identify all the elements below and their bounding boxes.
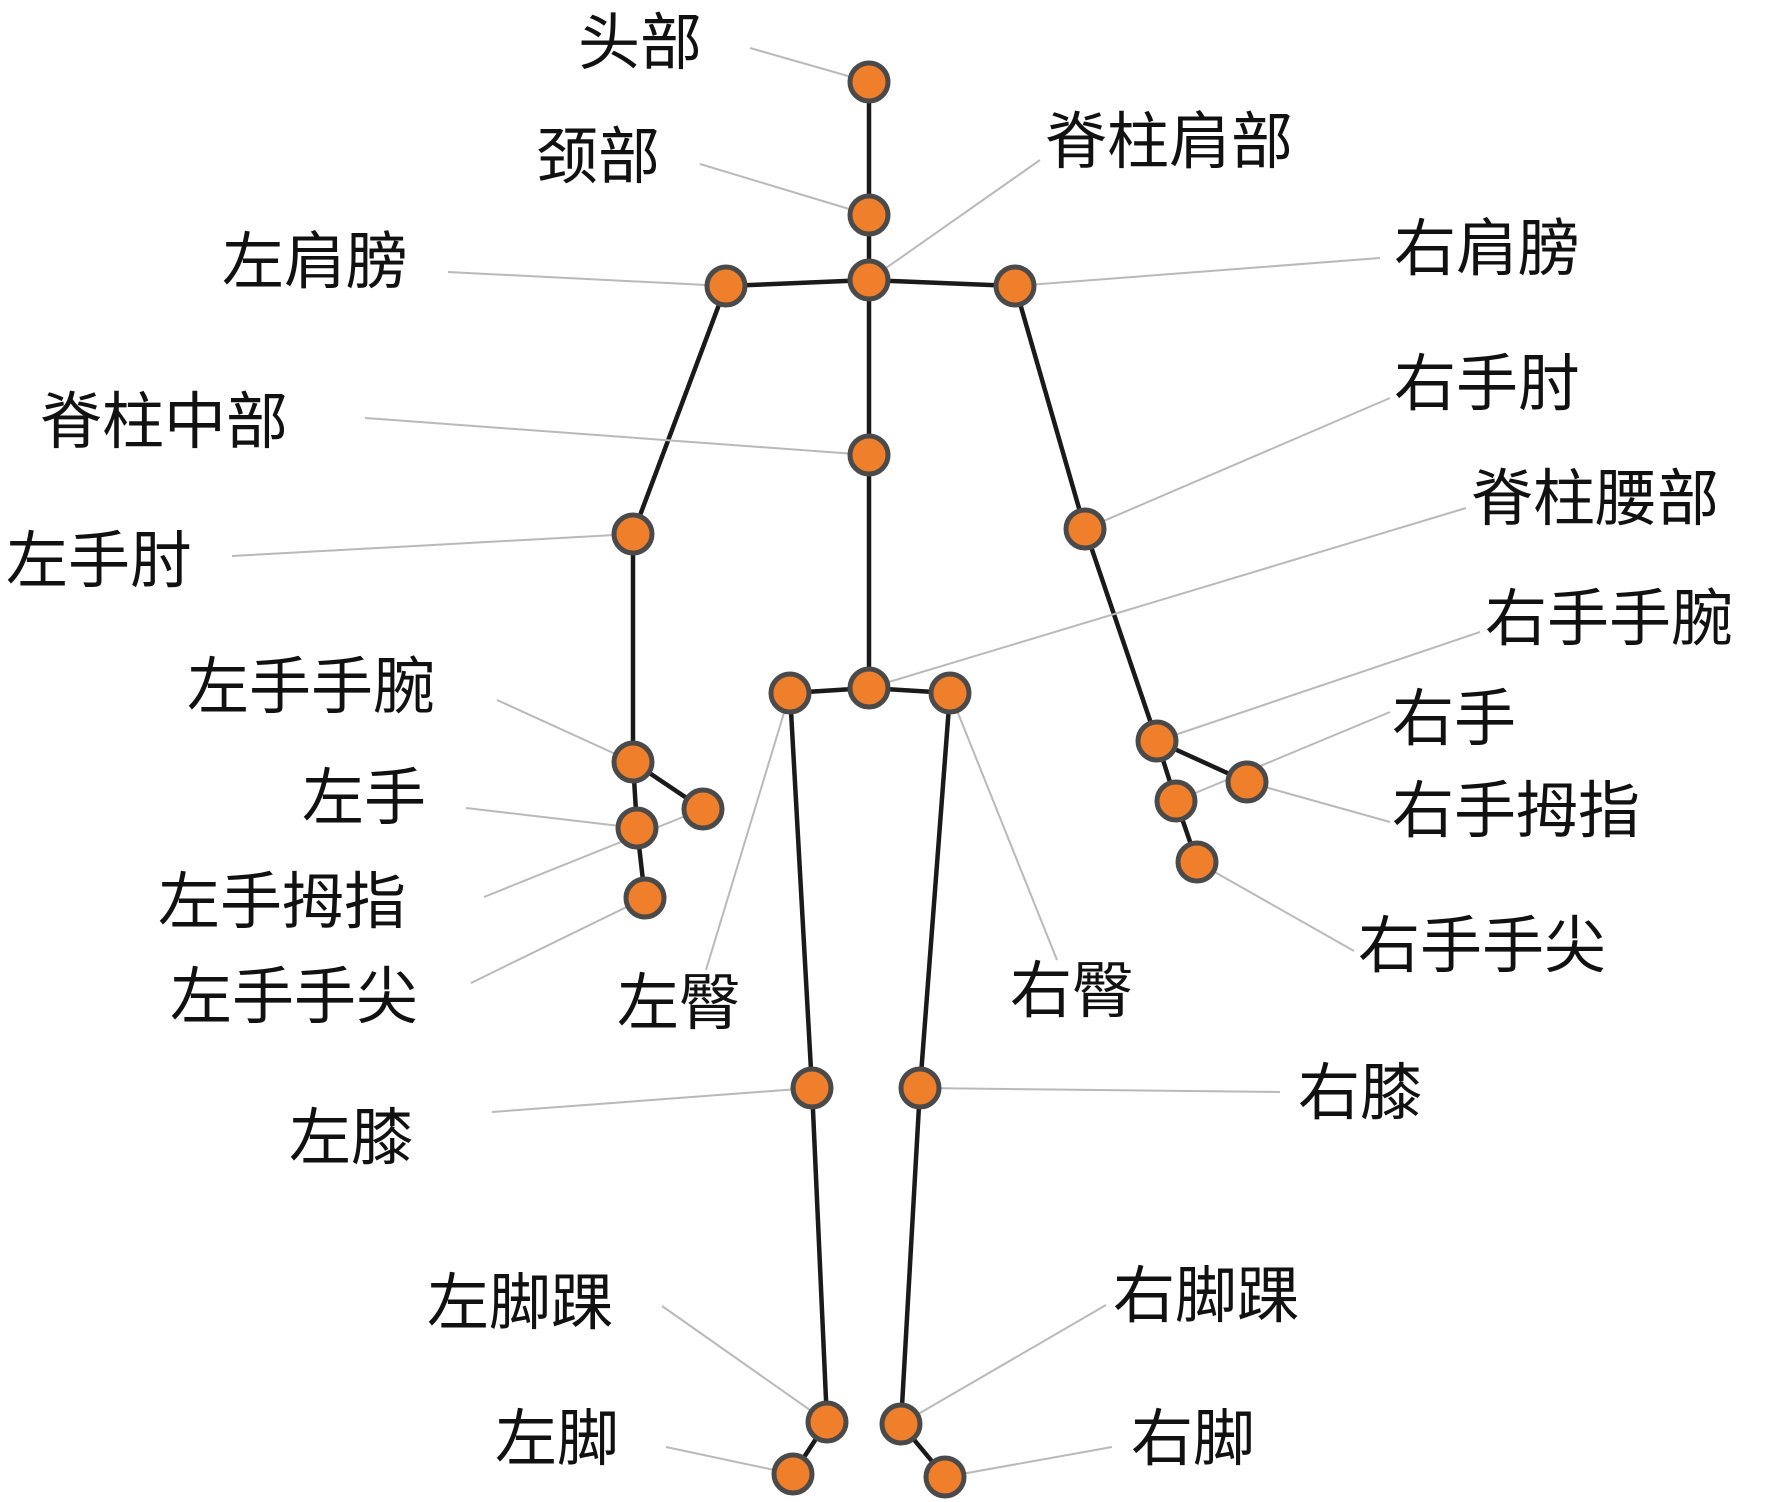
leader-right-foot bbox=[944, 1446, 1113, 1478]
skeleton-joints bbox=[611, 60, 1269, 1499]
leader-right-knee bbox=[919, 1087, 1281, 1093]
joint-spine-base bbox=[847, 666, 891, 710]
label-left-hand-tip: 左手手尖 bbox=[170, 960, 418, 1033]
leader-right-shoulder bbox=[1014, 257, 1381, 287]
bone-spine-shoulder-to-right-shoulder bbox=[866, 277, 1018, 289]
label-right-elbow: 右手肘 bbox=[1394, 347, 1580, 420]
label-right-shoulder: 右肩膀 bbox=[1394, 212, 1580, 285]
bone-right-hip-to-right-knee bbox=[917, 690, 953, 1091]
label-right-hip: 右臀 bbox=[1010, 954, 1134, 1027]
leader-left-hip bbox=[705, 692, 791, 971]
joint-right-hip bbox=[928, 671, 972, 715]
leader-lines bbox=[231, 47, 1481, 1478]
joint-right-hand bbox=[1154, 779, 1198, 823]
leader-left-foot bbox=[665, 1446, 794, 1475]
joint-spine-mid bbox=[847, 433, 891, 477]
joint-left-foot bbox=[771, 1452, 815, 1496]
label-left-hip: 左臀 bbox=[617, 966, 741, 1039]
leader-left-ankle bbox=[661, 1305, 828, 1423]
joint-right-ankle bbox=[879, 1402, 923, 1446]
label-left-ankle: 左脚踝 bbox=[427, 1266, 613, 1339]
joint-right-knee bbox=[898, 1066, 942, 1110]
joint-left-elbow bbox=[611, 512, 655, 556]
leader-left-knee bbox=[491, 1087, 813, 1113]
leader-right-elbow bbox=[1084, 397, 1391, 530]
label-spine-mid: 脊柱中部 bbox=[40, 385, 288, 458]
joint-left-ankle bbox=[805, 1400, 849, 1444]
leader-left-wrist bbox=[496, 699, 634, 763]
joint-left-thumb bbox=[681, 787, 725, 831]
joint-left-hand-tip bbox=[623, 876, 667, 920]
leader-right-hand-tip bbox=[1196, 861, 1355, 952]
label-left-foot: 左脚 bbox=[495, 1402, 619, 1475]
joint-right-elbow bbox=[1063, 507, 1107, 551]
leader-left-shoulder bbox=[447, 271, 727, 287]
label-left-wrist: 左手手腕 bbox=[187, 650, 435, 723]
joint-spine-shoulder bbox=[847, 258, 891, 302]
label-spine-base: 脊柱腰部 bbox=[1471, 462, 1719, 535]
label-left-hand: 左手 bbox=[302, 761, 426, 834]
label-right-wrist: 右手手腕 bbox=[1485, 582, 1733, 655]
joint-left-hip bbox=[768, 671, 812, 715]
label-right-knee: 右膝 bbox=[1298, 1056, 1422, 1129]
leader-left-elbow bbox=[231, 533, 634, 557]
label-right-hand-tip: 右手手尖 bbox=[1358, 909, 1606, 982]
leader-left-hand bbox=[465, 807, 638, 829]
label-right-thumb: 右手拇指 bbox=[1392, 774, 1640, 847]
joint-left-knee bbox=[790, 1066, 834, 1110]
leader-right-wrist bbox=[1156, 631, 1481, 742]
label-spine-shoulder: 脊柱肩部 bbox=[1045, 105, 1293, 178]
joint-left-wrist bbox=[611, 740, 655, 784]
label-right-ankle: 右脚踝 bbox=[1113, 1259, 1299, 1332]
joint-right-shoulder bbox=[993, 264, 1037, 308]
bone-right-elbow-to-right-wrist bbox=[1082, 526, 1160, 744]
joint-right-hand-tip bbox=[1175, 840, 1219, 884]
bone-left-shoulder-to-left-elbow bbox=[630, 283, 729, 537]
joint-labels: 头部 颈部 脊柱肩部 左肩膀 右肩膀 脊柱中部 右手肘 脊柱腰部 左手肘 右手手… bbox=[6, 6, 1733, 1475]
leader-left-hand-tip bbox=[470, 897, 646, 984]
joint-left-hand bbox=[615, 806, 659, 850]
leader-spine-mid bbox=[364, 417, 870, 456]
bone-left-knee-to-left-ankle bbox=[809, 1085, 830, 1425]
bone-right-shoulder-to-right-elbow bbox=[1012, 283, 1088, 532]
leader-left-thumb bbox=[483, 808, 704, 898]
bone-right-knee-to-right-ankle bbox=[898, 1085, 923, 1427]
label-left-elbow: 左手肘 bbox=[6, 524, 192, 597]
joint-head bbox=[847, 60, 891, 104]
joint-left-shoulder bbox=[704, 264, 748, 308]
label-neck: 颈部 bbox=[536, 120, 660, 193]
leader-right-thumb bbox=[1246, 781, 1391, 823]
joint-neck bbox=[847, 193, 891, 237]
joint-right-thumb bbox=[1225, 760, 1269, 804]
leader-spine-base bbox=[868, 507, 1467, 689]
label-right-hand: 右手 bbox=[1392, 682, 1516, 755]
bone-spine-shoulder-to-left-shoulder bbox=[723, 277, 872, 289]
leader-neck bbox=[699, 163, 870, 216]
joint-right-wrist bbox=[1135, 719, 1179, 763]
label-left-knee: 左膝 bbox=[289, 1101, 413, 1174]
label-right-foot: 右脚 bbox=[1131, 1402, 1255, 1475]
label-left-shoulder: 左肩膀 bbox=[222, 225, 408, 298]
leader-spine-shoulder bbox=[868, 159, 1041, 281]
leader-right-ankle bbox=[900, 1304, 1107, 1425]
bone-left-hip-to-left-knee bbox=[787, 690, 815, 1091]
label-head: 头部 bbox=[578, 6, 702, 79]
leader-right-hip bbox=[949, 692, 1058, 961]
joint-right-foot bbox=[923, 1455, 967, 1499]
leader-right-hand bbox=[1175, 711, 1391, 802]
label-left-thumb: 左手拇指 bbox=[158, 865, 406, 938]
